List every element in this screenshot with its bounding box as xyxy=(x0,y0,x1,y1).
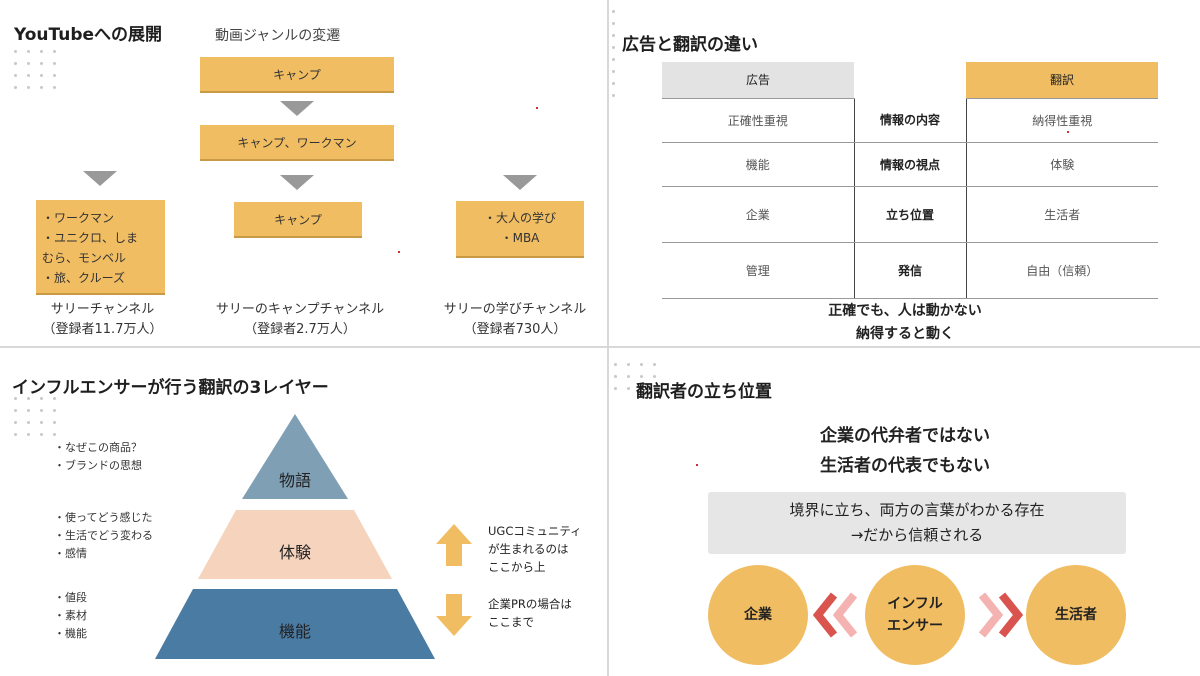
header-ad: 広告 xyxy=(662,62,854,99)
translation-layers-panel: インフルエンサーが行う翻訳の3レイヤー ・なぜこの商品？ ・ブランドの思想 ・使… xyxy=(0,349,606,676)
panel-title: YouTubeへの展開 xyxy=(14,25,163,45)
table-row: 機能 情報の視点 体験 xyxy=(662,142,1158,187)
ugc-note: UGCコミュニティ が生まれるのは ここから上 xyxy=(488,524,582,574)
vertical-divider xyxy=(607,0,609,676)
header-translation: 翻訳 xyxy=(966,62,1158,99)
table-row: 管理 発信 自由（信頼） xyxy=(662,242,1158,299)
channel-sally-learning: サリーの学びチャンネル （登録者730人） xyxy=(443,302,587,337)
down-arrow-icon xyxy=(280,101,314,116)
dot-decoration xyxy=(612,10,616,97)
layer-label-function: 機能 xyxy=(278,622,311,641)
table-row: 企業 立ち位置 生活者 xyxy=(662,186,1158,243)
down-arrow-icon xyxy=(436,594,472,636)
circle-consumer: 生活者 xyxy=(1026,565,1126,665)
position-statement: 企業の代弁者ではない 生活者の代表でもない xyxy=(820,426,990,476)
channel-sally: サリーチャンネル （登録者11.7万人） xyxy=(42,302,163,337)
sally-channel-genres: ・ワークマン ・ユニクロ、しま むら、モンベル ・旅、クルーズ xyxy=(36,200,165,293)
layer-label-experience: 体験 xyxy=(278,543,311,562)
genre-box-camp: キャンプ xyxy=(200,57,394,91)
dot-decoration xyxy=(14,50,57,89)
pyramid-mid-layer xyxy=(198,510,392,579)
channel-sally-camp: サリーのキャンプチャンネル （登録者2.7万人） xyxy=(215,302,385,337)
panel-title: インフルエンサーが行う翻訳の3レイヤー xyxy=(12,378,329,398)
corporate-pr-note: 企業PRの場合は ここまで xyxy=(488,597,572,629)
red-speck xyxy=(696,464,698,466)
learning-channel-genres: ・大人の学び ・MBA xyxy=(456,201,584,256)
down-arrow-icon xyxy=(280,175,314,190)
red-speck xyxy=(1067,131,1069,133)
conclusion-text: 正確でも、人は動かない 納得すると動く xyxy=(828,303,982,342)
camp-channel-genre: キャンプ xyxy=(234,202,362,236)
horizontal-divider xyxy=(0,346,1200,348)
circle-influencer: インフル エンサー xyxy=(865,565,965,665)
pyramid-top-layer xyxy=(242,414,348,499)
panel-subtitle: 動画ジャンルの変遷 xyxy=(215,28,341,44)
pyramid-bottom-layer xyxy=(155,589,435,659)
chevron-right-icon xyxy=(978,592,1024,638)
red-speck xyxy=(398,251,400,253)
boundary-box: 境界に立ち、両方の言葉がわかる存在 →だから信頼される xyxy=(708,492,1126,554)
dot-decoration xyxy=(614,363,657,390)
function-bullets: ・値段 ・素材 ・機能 xyxy=(54,591,87,640)
panel-title: 広告と翻訳の違い xyxy=(622,35,758,55)
panel-title: 翻訳者の立ち位置 xyxy=(636,382,772,402)
genre-box-camp-workman: キャンプ、ワークマン xyxy=(200,125,394,159)
ad-vs-translation-panel: 広告と翻訳の違い 広告 翻訳 正確性重視 情報の内容 納得性重視 機能 情報の視… xyxy=(610,0,1200,345)
chevron-left-icon xyxy=(812,592,858,638)
story-bullets: ・なぜこの商品？ ・ブランドの思想 xyxy=(54,441,142,472)
circle-company: 企業 xyxy=(708,565,808,665)
youtube-expansion-panel: YouTubeへの展開 動画ジャンルの変遷 キャンプ キャンプ、ワークマン ・ワ… xyxy=(0,0,606,345)
down-arrow-icon xyxy=(503,175,537,190)
comparison-table: 広告 翻訳 正確性重視 情報の内容 納得性重視 機能 情報の視点 体験 企業 立… xyxy=(662,62,1158,299)
translator-position-panel: 翻訳者の立ち位置 企業の代弁者ではない 生活者の代表でもない 境界に立ち、両方の… xyxy=(610,349,1200,676)
layer-pyramid xyxy=(155,414,435,659)
red-speck xyxy=(536,107,538,109)
experience-bullets: ・使ってどう感じた ・生活でどう変わる ・感情 xyxy=(54,511,153,560)
table-row: 正確性重視 情報の内容 納得性重視 xyxy=(662,98,1158,143)
layer-label-story: 物語 xyxy=(278,471,311,490)
down-arrow-icon xyxy=(83,171,117,186)
table-header-row: 広告 翻訳 xyxy=(662,62,1158,99)
up-arrow-icon xyxy=(436,524,472,566)
dot-decoration xyxy=(14,397,57,436)
